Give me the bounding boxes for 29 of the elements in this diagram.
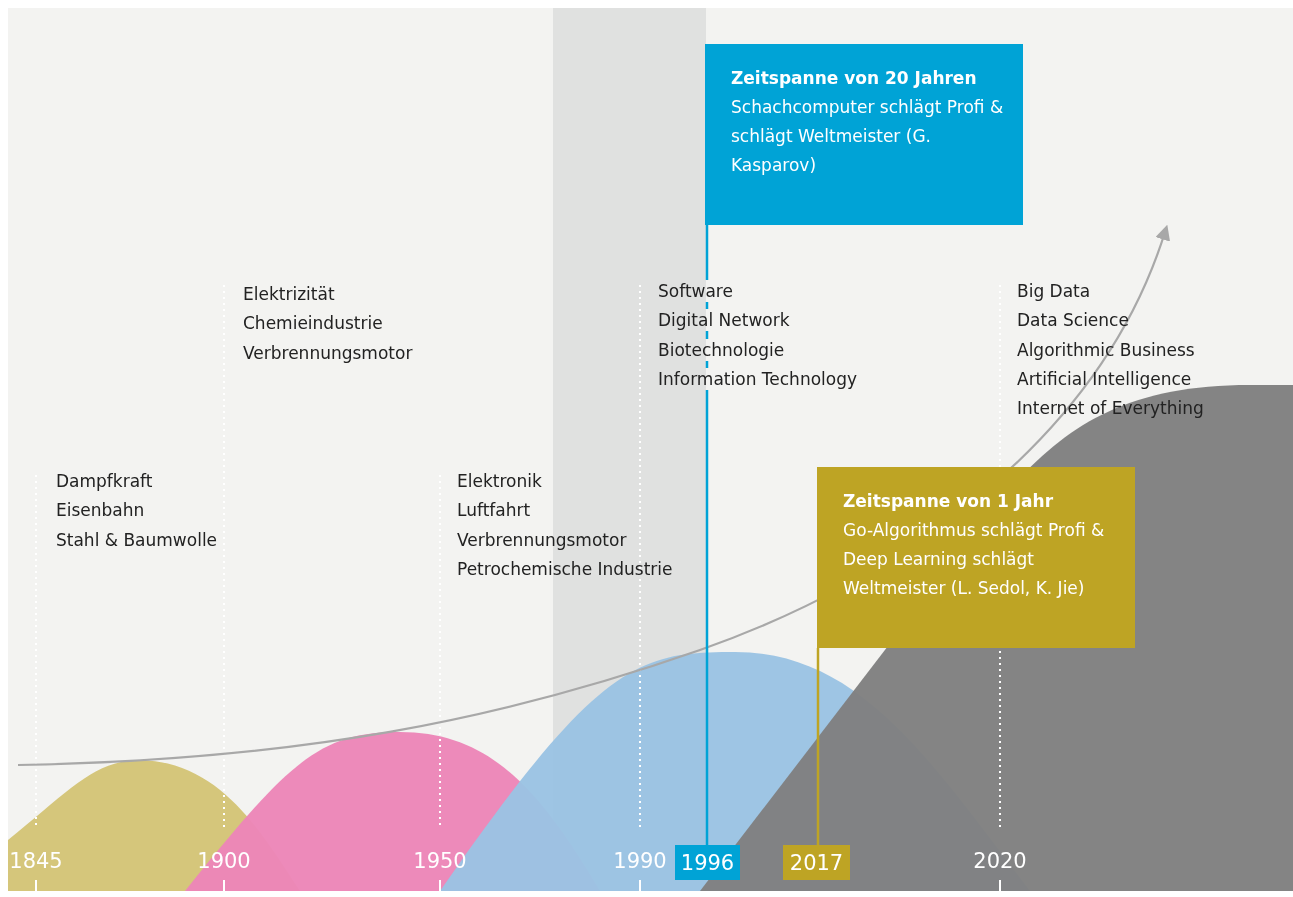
era-item: Elektronik <box>457 470 542 492</box>
year-tag: 1996 <box>675 845 740 880</box>
connector-line <box>705 225 709 845</box>
year-tag: 2017 <box>783 845 850 880</box>
era-item: Data Science <box>1017 309 1129 332</box>
era-item: Dampfkraft <box>56 470 153 492</box>
callout-box: Zeitspanne von 1 Jahr Go-Algorithmus schlägt Profi & Deep Learning schlägt Weltmeister (L. Sedol, K. Jie) <box>817 467 1135 648</box>
era-item: Chemieindustrie <box>243 312 383 335</box>
era-item: Big Data <box>1017 280 1091 302</box>
era-item: Elektrizität <box>243 283 335 305</box>
era-item: Petrochemische Industrie <box>457 557 673 580</box>
era-item: Luftfahrt <box>457 499 531 522</box>
era-item: Software <box>658 280 733 302</box>
year-label: 1845 <box>9 850 63 872</box>
era-item: Algorithmic Business <box>1017 338 1195 361</box>
callout-box: Zeitspanne von 20 Jahren Schachcomputer schlägt Profi & schlägt Weltmeister (G. Kasparov) <box>705 44 1023 225</box>
era-item: Digital Network <box>658 309 790 332</box>
era-item: Verbrennungsmotor <box>243 341 413 364</box>
connector-line <box>816 648 820 845</box>
era-item: Artificial Intelligence <box>1017 367 1192 390</box>
year-label: 2020 <box>973 850 1027 872</box>
year-label: 1990 <box>613 850 667 872</box>
era-item: Information Technology <box>658 367 858 390</box>
year-label: 1900 <box>197 850 251 872</box>
era-item: Biotechnologie <box>658 338 785 361</box>
era-item: Internet of Everything <box>1017 397 1204 420</box>
era-item: Stahl & Baumwolle <box>56 528 218 551</box>
era-item: Verbrennungsmotor <box>457 528 627 551</box>
era-item: Eisenbahn <box>56 499 145 522</box>
